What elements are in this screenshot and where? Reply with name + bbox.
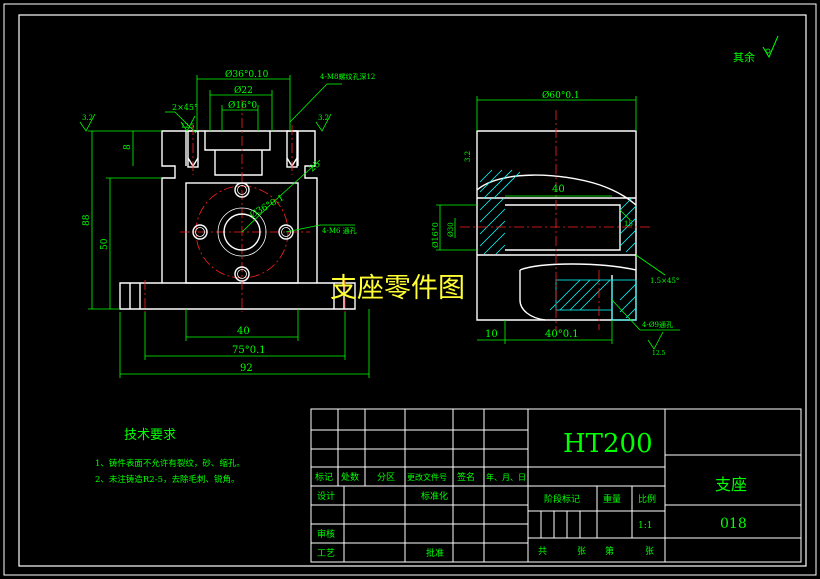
dim-height-center: 50 [100,238,110,250]
dim-roughness-right: 3.2 [318,114,329,122]
dim-hole-dia: Ø16°0 [228,100,257,111]
tb-header-zone: 分区 [377,472,395,483]
tb-process: 工艺 [317,548,335,559]
note-thread: 4-M8螺纹孔深12 [320,72,375,81]
inner-frame [18,14,807,567]
bolt-hole-top [234,182,250,198]
tb-weight: 重量 [603,493,621,505]
side-view: Ø60°0.1 40 3.2 Ø16°0 Ø30 1.5×45° 15 10 4… [431,90,680,357]
tb-header-signature: 签名 [457,471,475,483]
tb-part-name: 支座 [715,475,747,494]
roughness-symbol-icon [180,115,196,132]
dim-bore-dia2: Ø30 [447,222,455,237]
dim-width-40: 40 [237,326,250,337]
tb-sheet-no: 第 [605,545,614,557]
tb-sheets-label: 张 [577,546,586,557]
dim-chamfer-side: 1.5×45° [650,277,679,285]
dim-top-width: Ø60°0.1 [542,90,580,101]
front-centerlines [144,100,346,312]
roughness-symbol-icon [79,113,96,132]
dim-width-75: 75°0.1 [232,345,266,356]
dim-chamfer: 2×45° [172,103,198,112]
tb-scale-value: 1:1 [638,521,652,531]
tb-stage-mark: 阶段标记 [544,493,580,505]
central-bore [223,213,261,251]
side-hatch [479,169,637,321]
dim-bottom-40: 40°0.1 [545,329,579,340]
tb-header-mark: 标记 [315,471,333,483]
dim-roughness-mid: 12.5 [181,123,195,130]
surface-roughness-note: 其余 [733,35,779,64]
tb-header-count: 处数 [341,471,359,483]
tech-requirement-2: 2、未注铸造R2-5，去除毛刺、锐角。 [95,474,240,485]
front-view: Ø36°0.10 Ø22 Ø16°0 4-M8螺纹孔深12 2×45° 3.2 … [79,69,664,378]
dim-angle: 15 [624,220,633,228]
title-block: 标记 处数 分区 更改文件号 签名 年、月、日 设计 标准化 审核 工艺 批准 … [310,408,802,563]
tb-design: 设计 [317,490,335,502]
overlay-title: 支座零件图 [330,273,465,304]
tb-scale-label: 比例 [638,493,656,505]
tech-requirements-title: 技术要求 [124,428,176,443]
svg-text:其余: 其余 [733,50,755,64]
tb-sheet-label: 张 [645,546,654,557]
tb-material: HT200 [563,429,653,459]
front-view-outline [119,130,356,310]
tb-sheets-total: 共 [538,546,547,557]
dim-bottom-10: 10 [485,329,498,340]
dim-counterbore: Ø22 [234,85,253,96]
note-holes-side: 4-Ø9通孔 [642,320,673,329]
note-holes: 4-M6 通孔 [322,226,357,235]
dim-bore-dia: Ø16°0 [431,222,440,248]
front-dimension-lines [88,75,370,378]
bolt-hole-bottom [234,266,250,282]
dim-height-total: 88 [82,214,92,226]
roughness-symbol-icon [762,35,779,59]
dim-depth: 8 [123,144,133,150]
side-dimension-lines [436,96,680,344]
dim-roughness-side: 3.2 [464,151,472,162]
dim-width-92: 92 [240,363,253,374]
tb-drawing-no: 018 [720,516,747,532]
outer-frame [3,3,817,576]
tech-requirements: 技术要求 1、铸件表面不允许有裂纹，砂、缩孔。 2、未注铸造R2-5，去除毛刺、… [95,428,245,485]
tb-approve: 批准 [426,547,444,559]
tb-standardization: 标准化 [421,490,448,502]
roughness-symbol-icon [647,331,664,350]
dim-roughness-left: 3.2 [82,114,93,122]
tech-requirement-1: 1、铸件表面不允许有裂纹，砂、缩孔。 [95,458,245,469]
bolt-hole-left [192,224,208,240]
dim-bore-spacing: Ø36°0.10 [225,69,269,80]
bolt-hole-right [278,224,294,240]
dim-roughness-bottom: 12.5 [652,350,666,357]
dim-inner-width: 40 [552,184,565,195]
roughness-symbol-icon [315,113,332,132]
tb-header-change-doc: 更改文件号 [407,472,447,482]
tb-review: 审核 [317,528,335,540]
tb-header-date: 年、月、日 [486,472,526,482]
